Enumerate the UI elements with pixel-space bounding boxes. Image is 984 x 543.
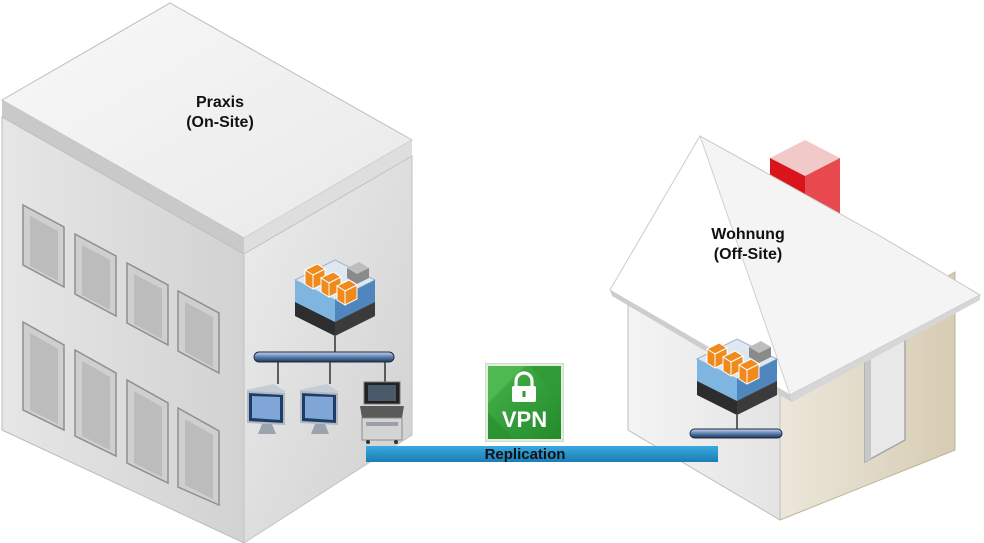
- replication-link: [366, 446, 718, 462]
- vpn-label: VPN: [501, 407, 548, 432]
- monitor-icon: [246, 384, 286, 434]
- offsite-subtitle: (Off-Site): [713, 246, 783, 263]
- house-icon: [609, 134, 982, 521]
- ultrasound-device-icon: [360, 381, 404, 444]
- network-switch-icon: [253, 351, 395, 363]
- vpn-lock-icon: [485, 363, 564, 442]
- network-switch-icon: [689, 428, 783, 439]
- onsite-label: Praxis (On-Site): [165, 93, 275, 133]
- vmware-server-icon: [293, 259, 377, 336]
- office-building-icon: [0, 2, 414, 543]
- onsite-subtitle: (On-Site): [186, 114, 254, 131]
- offsite-title: Wohnung: [711, 226, 785, 243]
- onsite-title: Praxis: [195, 94, 245, 111]
- vpn-badge: VPN: [485, 363, 564, 442]
- replication-label: Replication: [484, 446, 566, 463]
- vmware-server-icon: [695, 338, 779, 415]
- offsite-label: Wohnung (Off-Site): [688, 225, 808, 265]
- monitor-icon: [299, 384, 339, 434]
